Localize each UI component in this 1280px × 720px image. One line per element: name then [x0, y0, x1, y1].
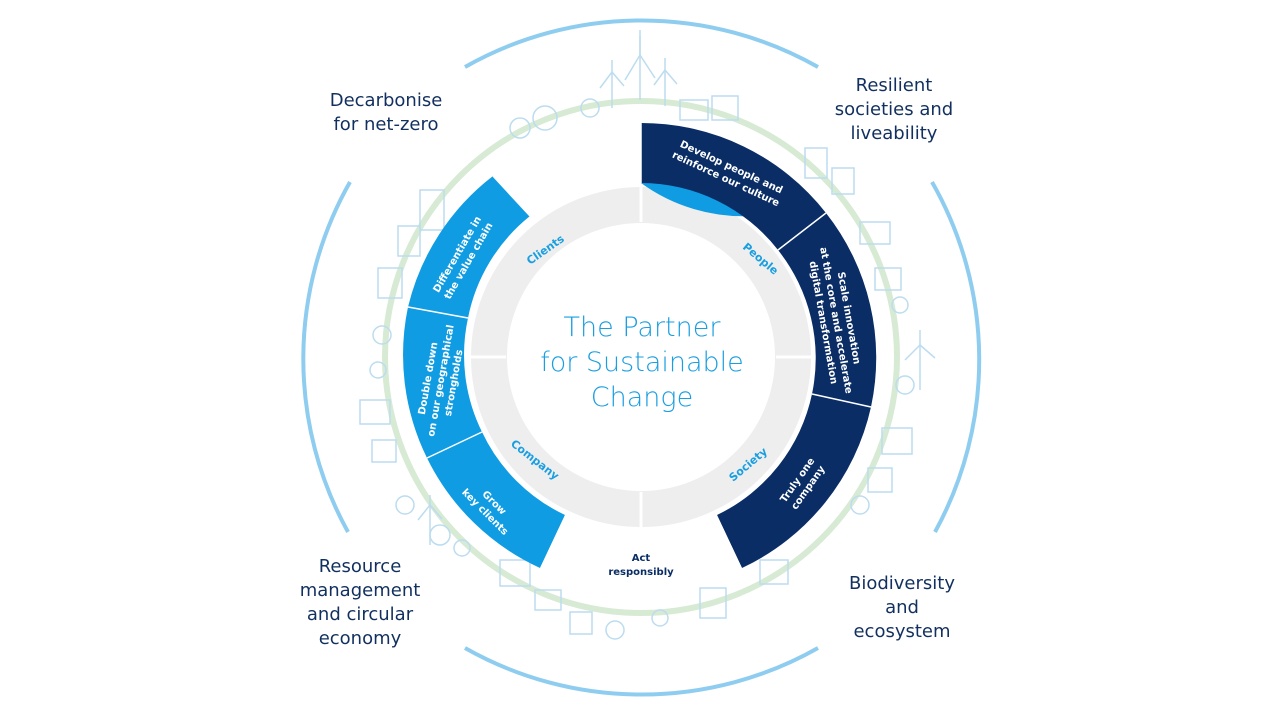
outer-arc-left	[301, 181, 352, 533]
segment-truly	[717, 394, 871, 568]
segment-scale	[778, 213, 877, 407]
outer-arcs	[301, 18, 982, 697]
segment-grow	[427, 432, 565, 568]
segment-label-act-2: responsibly	[608, 567, 674, 578]
theme-biodiversity: Biodiversity and ecosystem	[807, 572, 997, 644]
theme-decarbonise: Decarbonise for net-zero	[291, 89, 481, 137]
theme-resilient-line-2: societies and	[834, 99, 954, 120]
theme-biodiversity-line-3: ecosystem	[853, 621, 951, 642]
center-title-line-1: The Partner	[563, 312, 721, 343]
center-title: The Partner for Sustainable Change	[500, 310, 784, 415]
center-title-line-2: for Sustainable	[540, 347, 744, 378]
theme-decarbonise-line-1: Decarbonise	[329, 90, 443, 111]
building-icon	[359, 95, 913, 635]
outer-arc-bottom	[464, 646, 819, 697]
segment-act	[540, 515, 742, 591]
theme-resource-line-2: management	[299, 580, 421, 601]
theme-resilient: Resilient societies and liveability	[799, 74, 989, 146]
segment-develop	[641, 122, 826, 250]
wind-turbine-icon	[417, 330, 936, 545]
center-title-line-3: Change	[590, 382, 694, 413]
theme-resilient-line-1: Resilient	[855, 75, 933, 96]
theme-decarbonise-line-2: for net-zero	[333, 114, 439, 135]
outer-arc-top	[464, 18, 819, 69]
segments	[403, 122, 877, 591]
segment-label-act-1: Act	[632, 553, 651, 564]
inner-ring	[470, 186, 812, 528]
theme-resilient-line-3: liveability	[850, 123, 938, 144]
theme-resource: Resource management and circular economy	[265, 555, 455, 651]
theme-resource-line-1: Resource	[318, 556, 402, 577]
theme-biodiversity-line-2: and	[885, 597, 919, 618]
city-illustration	[359, 30, 936, 640]
segment-differentiate	[408, 176, 530, 318]
theme-resource-line-3: and circular	[306, 604, 414, 625]
theme-resource-line-4: economy	[318, 628, 402, 649]
outer-arc-right	[930, 181, 982, 533]
theme-biodiversity-line-1: Biodiversity	[848, 573, 955, 594]
segment-double-down	[403, 307, 482, 458]
wind-turbine-icon	[599, 30, 678, 108]
